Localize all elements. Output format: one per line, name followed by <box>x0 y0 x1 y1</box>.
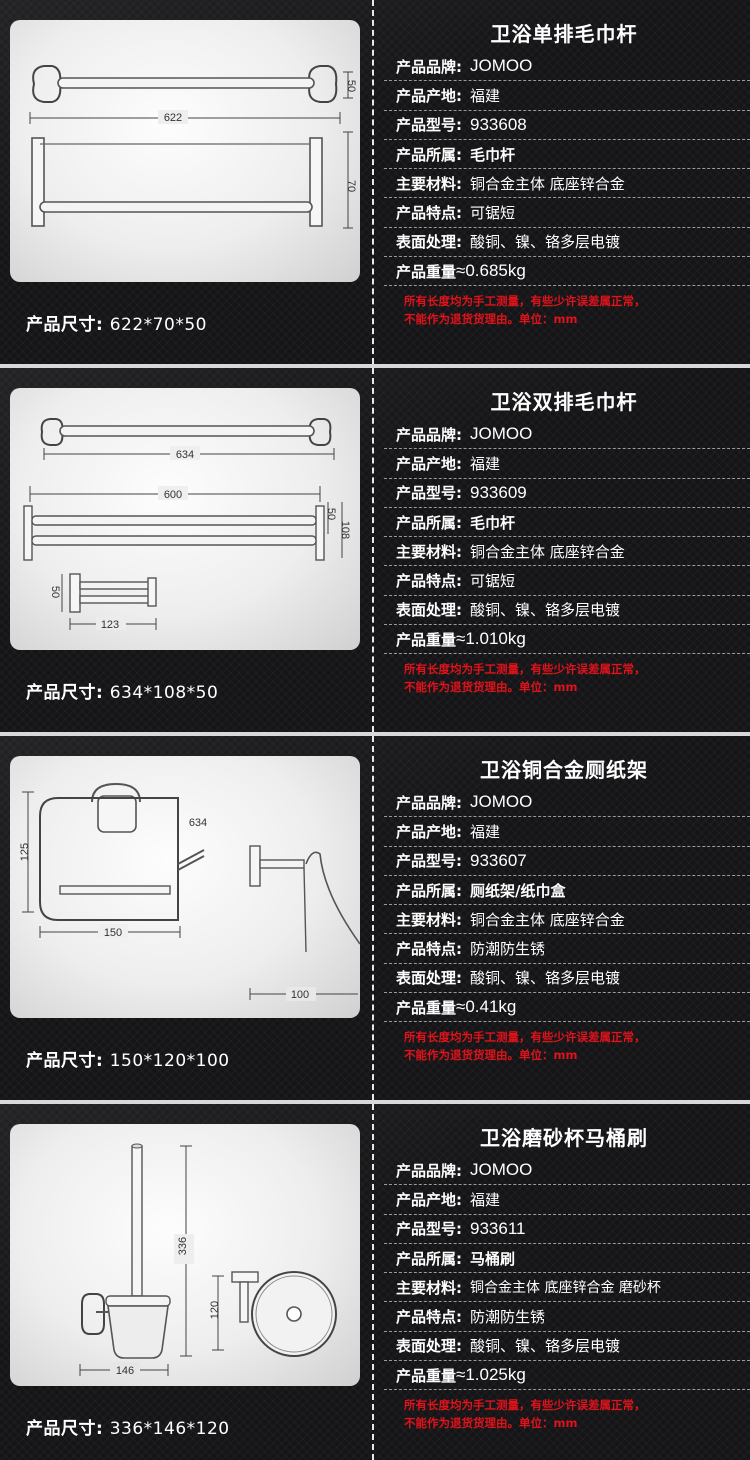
dim-h1: 50 <box>325 508 337 520</box>
dim-side-w: 123 <box>101 619 119 631</box>
dim-depth: 100 <box>291 989 309 1001</box>
spec-origin: 产品产地:福建 <box>384 81 750 111</box>
spec-category: 产品所属:毛巾杆 <box>384 140 750 170</box>
product-title: 卫浴单排毛巾杆 <box>490 22 638 46</box>
spec-model: 产品型号:933611 <box>384 1215 750 1244</box>
section-separator <box>0 364 750 368</box>
spec-material: 主要材料:铜合金主体 底座锌合金 <box>384 905 750 935</box>
dim-height: 50 <box>345 80 357 92</box>
dim-width: 150 <box>104 927 122 939</box>
dim-h2: 108 <box>339 521 351 539</box>
measurement-note: 所有长度均为手工测量，有些少许误差属正常， 不能作为退货货理由。单位：mm <box>404 662 646 694</box>
size-value: 336*146*120 <box>109 1419 230 1439</box>
spec-weight: 产品重量≈1.025kg <box>384 1361 750 1391</box>
spec-finish: 表面处理:酸铜、镍、铬多层电镀 <box>384 596 750 626</box>
size-label: 产品尺寸: <box>26 1051 104 1071</box>
measurement-note: 所有长度均为手工测量，有些少许误差属正常， 不能作为退货货理由。单位：mm <box>404 294 646 326</box>
dashed-divider <box>372 368 374 732</box>
product-diagram-card: 622 50 70 <box>10 20 360 282</box>
size-label: 产品尺寸: <box>26 1419 104 1439</box>
dim-width: 146 <box>116 1365 134 1377</box>
dim-width: 622 <box>164 112 182 124</box>
dim-inner: 600 <box>164 489 182 501</box>
section-separator <box>0 1100 750 1104</box>
spec-list: 产品品牌:JOMOO 产品产地:福建 产品型号:933607 产品所属:厕纸架/… <box>384 788 750 1023</box>
double-towel-bar-diagram: 634 600 50 108 50 123 <box>23 418 351 631</box>
spec-category: 产品所属:马桶刷 <box>384 1244 750 1274</box>
measurement-note: 所有长度均为手工测量，有些少许误差属正常， 不能作为退货货理由。单位：mm <box>404 1030 646 1062</box>
spec-material: 主要材料:铜合金主体 底座锌合金 <box>384 169 750 199</box>
spec-feature: 产品特点:可锯短 <box>384 566 750 596</box>
spec-brand: 产品品牌:JOMOO <box>384 52 750 82</box>
product-title: 卫浴铜合金厕纸架 <box>480 758 648 782</box>
product-size: 产品尺寸: 336*146*120 <box>26 1414 230 1439</box>
spec-material: 主要材料:铜合金主体 底座锌合金 <box>384 537 750 567</box>
product-section-3: 125 634 150 100 产品尺寸: 150*120*100 卫浴 <box>0 736 750 1100</box>
dim-depth: 70 <box>345 180 357 192</box>
spec-feature: 产品特点:防潮防生锈 <box>384 1302 750 1332</box>
product-size: 产品尺寸: 634*108*50 <box>26 678 218 703</box>
spec-weight: 产品重量≈0.685kg <box>384 257 750 287</box>
size-label: 产品尺寸: <box>26 315 104 335</box>
product-section-1: 622 50 70 产品尺寸: 622*70*50 卫浴单排毛巾杆 产品品牌:J… <box>0 0 750 364</box>
measurement-note: 所有长度均为手工测量，有些少许误差属正常， 不能作为退货货理由。单位：mm <box>404 1398 646 1430</box>
spec-origin: 产品产地:福建 <box>384 1185 750 1215</box>
spec-feature: 产品特点:可锯短 <box>384 198 750 228</box>
product-section-2: 634 600 50 108 50 123 <box>0 368 750 732</box>
product-section-4: 336 146 120 产品尺寸: 336*146*120 卫浴磨砂杯马桶刷 产… <box>0 1104 750 1460</box>
spec-brand: 产品品牌:JOMOO <box>384 420 750 450</box>
dashed-divider <box>372 0 374 364</box>
spec-origin: 产品产地:福建 <box>384 817 750 847</box>
size-value: 150*120*100 <box>109 1051 230 1071</box>
spec-brand: 产品品牌:JOMOO <box>384 788 750 818</box>
size-value: 634*108*50 <box>109 683 219 703</box>
spec-list: 产品品牌:JOMOO 产品产地:福建 产品型号:933608 产品所属:毛巾杆 … <box>384 52 750 287</box>
spec-model: 产品型号:933607 <box>384 847 750 876</box>
spec-list: 产品品牌:JOMOO 产品产地:福建 产品型号:933611 产品所属:马桶刷 … <box>384 1156 750 1391</box>
product-diagram-card: 125 634 150 100 <box>10 756 360 1018</box>
product-size: 产品尺寸: 150*120*100 <box>26 1046 230 1071</box>
spec-finish: 表面处理:酸铜、镍、铬多层电镀 <box>384 964 750 994</box>
spec-feature: 产品特点:防潮防生锈 <box>384 934 750 964</box>
spec-model: 产品型号:933608 <box>384 111 750 140</box>
spec-weight: 产品重量≈1.010kg <box>384 625 750 655</box>
dim-depth: 120 <box>209 1301 221 1319</box>
dim-label: 634 <box>189 817 207 829</box>
product-title: 卫浴双排毛巾杆 <box>490 390 638 414</box>
dim-height: 125 <box>19 843 31 861</box>
toilet-brush-diagram: 336 146 120 <box>79 1143 337 1377</box>
spec-finish: 表面处理:酸铜、镍、铬多层电镀 <box>384 228 750 258</box>
spec-category: 产品所属:厕纸架/纸巾盒 <box>384 876 750 906</box>
spec-list: 产品品牌:JOMOO 产品产地:福建 产品型号:933609 产品所属:毛巾杆 … <box>384 420 750 655</box>
spec-model: 产品型号:933609 <box>384 479 750 508</box>
spec-weight: 产品重量≈0.41kg <box>384 993 750 1023</box>
dashed-divider <box>372 736 374 1100</box>
spec-finish: 表面处理:酸铜、镍、铬多层电镀 <box>384 1332 750 1362</box>
dashed-divider <box>372 1104 374 1460</box>
spec-origin: 产品产地:福建 <box>384 449 750 479</box>
dim-side-h: 50 <box>49 586 61 598</box>
spec-brand: 产品品牌:JOMOO <box>384 1156 750 1186</box>
size-value: 622*70*50 <box>109 315 207 335</box>
product-diagram-card: 634 600 50 108 50 123 <box>10 388 360 650</box>
single-towel-bar-diagram: 622 50 70 <box>29 65 357 229</box>
toilet-paper-holder-diagram: 125 634 150 100 <box>19 782 360 1001</box>
spec-category: 产品所属:毛巾杆 <box>384 508 750 538</box>
section-separator <box>0 732 750 736</box>
product-size: 产品尺寸: 622*70*50 <box>26 310 207 335</box>
dim-height: 336 <box>177 1237 189 1255</box>
dim-width: 634 <box>176 449 194 461</box>
size-label: 产品尺寸: <box>26 683 104 703</box>
spec-material: 主要材料:铜合金主体 底座锌合金 磨砂杯 <box>384 1273 750 1303</box>
product-title: 卫浴磨砂杯马桶刷 <box>480 1126 648 1150</box>
product-diagram-card: 336 146 120 <box>10 1124 360 1386</box>
